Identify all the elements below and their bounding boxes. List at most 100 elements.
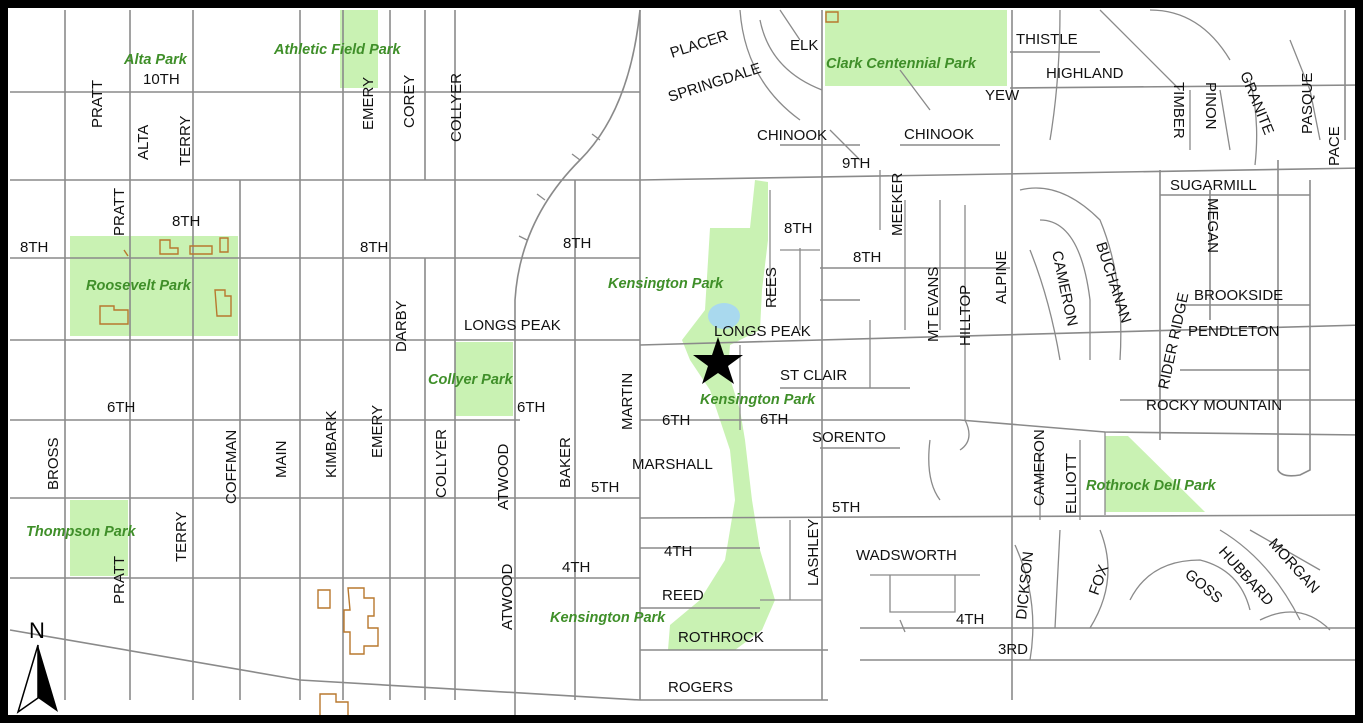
street-label: SUGARMILL [1170,177,1257,194]
street-label: ROCKY MOUNTAIN [1146,397,1282,414]
street-label: TIMBER [1170,82,1187,139]
street-label: PLACER [668,27,730,62]
park-label: Kensington Park [608,276,724,292]
street-label: 8TH [360,239,388,256]
street-label: CAMERON [1031,429,1048,506]
street-label: EMERY [369,405,386,458]
street-label: REED [662,587,704,604]
street-label: MARTIN [619,373,636,430]
street-label: PASQUE [1299,73,1316,134]
street-label: TERRY [177,115,194,166]
street-label: 8TH [784,220,812,237]
street-label: 6TH [662,412,690,429]
street-label: 3RD [998,641,1028,658]
street-label: 6TH [107,399,135,416]
street-label: BROOKSIDE [1194,287,1283,304]
street-label: COLLYER [433,429,450,498]
street-label: 6TH [517,399,545,416]
street-label: ST CLAIR [780,367,847,384]
park-label: Athletic Field Park [273,42,401,58]
street-label: COFFMAN [223,430,240,504]
street-label: CHINOOK [904,126,974,143]
street-label: 8TH [20,239,48,256]
street-label: 4TH [664,543,692,560]
roosevelt-park-area [70,236,238,336]
pond [708,303,740,329]
street-label: ATWOOD [499,563,516,630]
park-label: Thompson Park [26,524,137,540]
street-label: 10TH [143,71,180,88]
park-label: Rothrock Dell Park [1086,478,1217,494]
street-label: PINON [1202,82,1219,130]
road-network [9,9,1363,723]
street-label: GOSS [1181,566,1225,607]
street-label: ALTA [135,125,152,160]
street-label: YEW [985,87,1020,104]
collyer-park-area [455,342,513,416]
street-label: HILLTOP [957,285,974,346]
street-label: ELLIOTT [1063,453,1080,514]
street-label: MEEKER [889,172,906,236]
street-labels: PRATT 10TH ALTA TERRY EMERY COREY COLLYE… [20,27,1343,696]
thompson-park-area [70,500,128,576]
street-label: PACE [1326,126,1343,166]
street-label: 9TH [842,155,870,172]
street-label: WADSWORTH [856,547,957,564]
street-label: ROTHROCK [678,629,764,646]
street-label: TERRY [173,511,190,562]
park-label: Clark Centennial Park [826,56,977,72]
street-label: PENDLETON [1188,323,1279,340]
street-label: MAIN [273,441,290,479]
street-label: FOX [1086,563,1113,598]
street-label: DICKSON [1013,551,1037,621]
street-label: MARSHALL [632,456,713,473]
street-label: REES [763,267,780,308]
street-label: 4TH [956,611,984,628]
park-areas [70,10,1205,650]
street-label: BROSS [45,437,62,490]
street-label: SORENTO [812,429,886,446]
street-label: BAKER [557,437,574,488]
street-label: 5TH [591,479,619,496]
street-label: CAMERON [1048,249,1081,328]
north-label: N [29,618,45,643]
street-label: 8TH [563,235,591,252]
street-label: MT EVANS [925,267,942,342]
street-label: MEGAN [1204,198,1221,253]
street-label: RIDER RIDGE [1155,291,1192,391]
street-label: LASHLEY [805,518,822,586]
park-label: Kensington Park [550,610,666,626]
street-label: PRATT [111,188,128,236]
street-label: COREY [401,75,418,128]
street-label: BUCHANAN [1092,240,1134,325]
street-label: ALPINE [993,251,1010,304]
street-label: CHINOOK [757,127,827,144]
street-label: ROGERS [668,679,733,696]
park-label: Roosevelt Park [86,278,192,294]
athletic-field-park-area [340,10,378,88]
kensington-park-area [668,180,775,650]
street-label: 5TH [832,499,860,516]
street-label: 6TH [760,411,788,428]
street-label: ELK [790,37,818,54]
street-label: 8TH [172,213,200,230]
street-label: DARBY [393,300,410,352]
street-label: 4TH [562,559,590,576]
street-label: 8TH [853,249,881,266]
street-label: THISTLE [1016,31,1078,48]
street-label: LONGS PEAK [464,317,561,334]
location-star-icon [693,337,743,384]
street-label: PRATT [111,556,128,604]
street-label: LONGS PEAK [714,323,811,340]
park-label: Alta Park [123,52,188,68]
park-labels: Alta Park Athletic Field Park Clark Cent… [26,42,1217,626]
street-label: EMERY [360,77,377,130]
park-label: Collyer Park [428,372,514,388]
street-label: HIGHLAND [1046,65,1124,82]
rothrock-dell-park-area [1105,436,1205,512]
park-label: Kensington Park [700,392,816,408]
north-arrow-icon: N [16,618,58,714]
street-label: KIMBARK [323,410,340,478]
